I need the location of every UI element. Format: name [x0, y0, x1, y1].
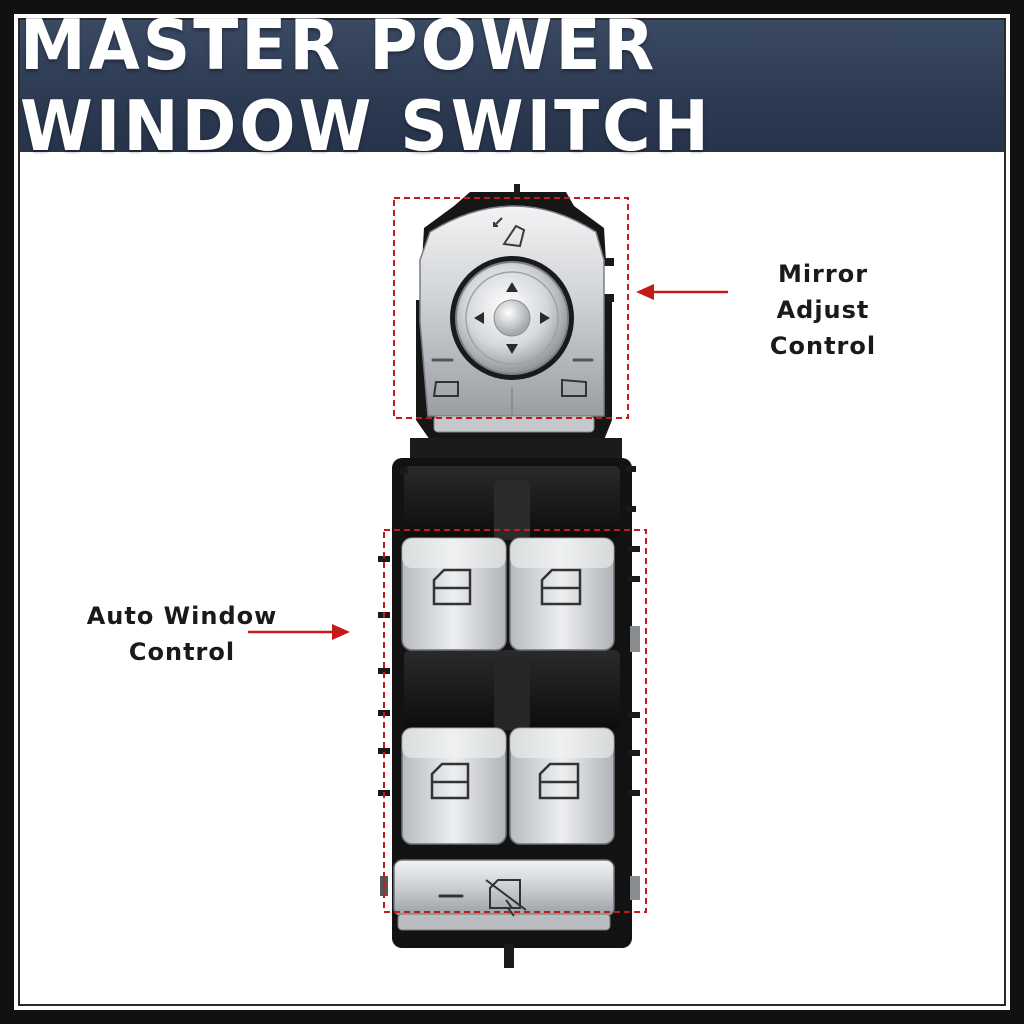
callout-line: Mirror Adjust: [776, 260, 870, 324]
window-icon: [540, 568, 582, 606]
window-switch-rear-left[interactable]: [401, 727, 507, 845]
right-mirror-icon: [561, 378, 587, 397]
mirror-adjust-joystick[interactable]: [450, 256, 574, 380]
callout-line: Control: [128, 638, 236, 666]
window-icon: [432, 568, 472, 606]
arrow-down-icon: [506, 344, 518, 354]
arrow-up-icon: [506, 282, 518, 292]
callout-line: Auto Window: [86, 602, 278, 630]
mirror-control-highlight-box: [393, 197, 629, 419]
left-mirror-icon: [432, 381, 459, 397]
arrow-left-icon: [474, 312, 484, 324]
window-callout-arrow: [248, 624, 350, 640]
window-control-highlight-box: [383, 529, 647, 913]
mirror-callout-arrow: [636, 284, 728, 300]
arrow-right-icon: [540, 312, 550, 324]
window-switch-rear-right[interactable]: [509, 727, 615, 845]
right-mirror-select-button[interactable]: [561, 378, 587, 397]
mirror-adjust-callout-label: Mirror Adjust Control: [728, 256, 918, 364]
window-icon: [430, 762, 470, 800]
window-icon: [538, 762, 580, 800]
inner-border: [18, 18, 1006, 1006]
page-title: MASTER POWER WINDOW SWITCH: [20, 5, 712, 167]
window-lock-icon: [485, 879, 527, 917]
mirror-fold-icon: [493, 217, 526, 248]
left-mirror-select-button[interactable]: [432, 381, 459, 397]
auto-window-callout-label: Auto Window Control: [82, 598, 282, 670]
window-switch-front-left[interactable]: [401, 537, 507, 651]
window-switch-front-right[interactable]: [509, 537, 615, 651]
callout-line: Control: [769, 332, 877, 360]
title-banner: MASTER POWER WINDOW SWITCH: [20, 5, 1004, 167]
window-lock-switch[interactable]: [393, 859, 615, 931]
